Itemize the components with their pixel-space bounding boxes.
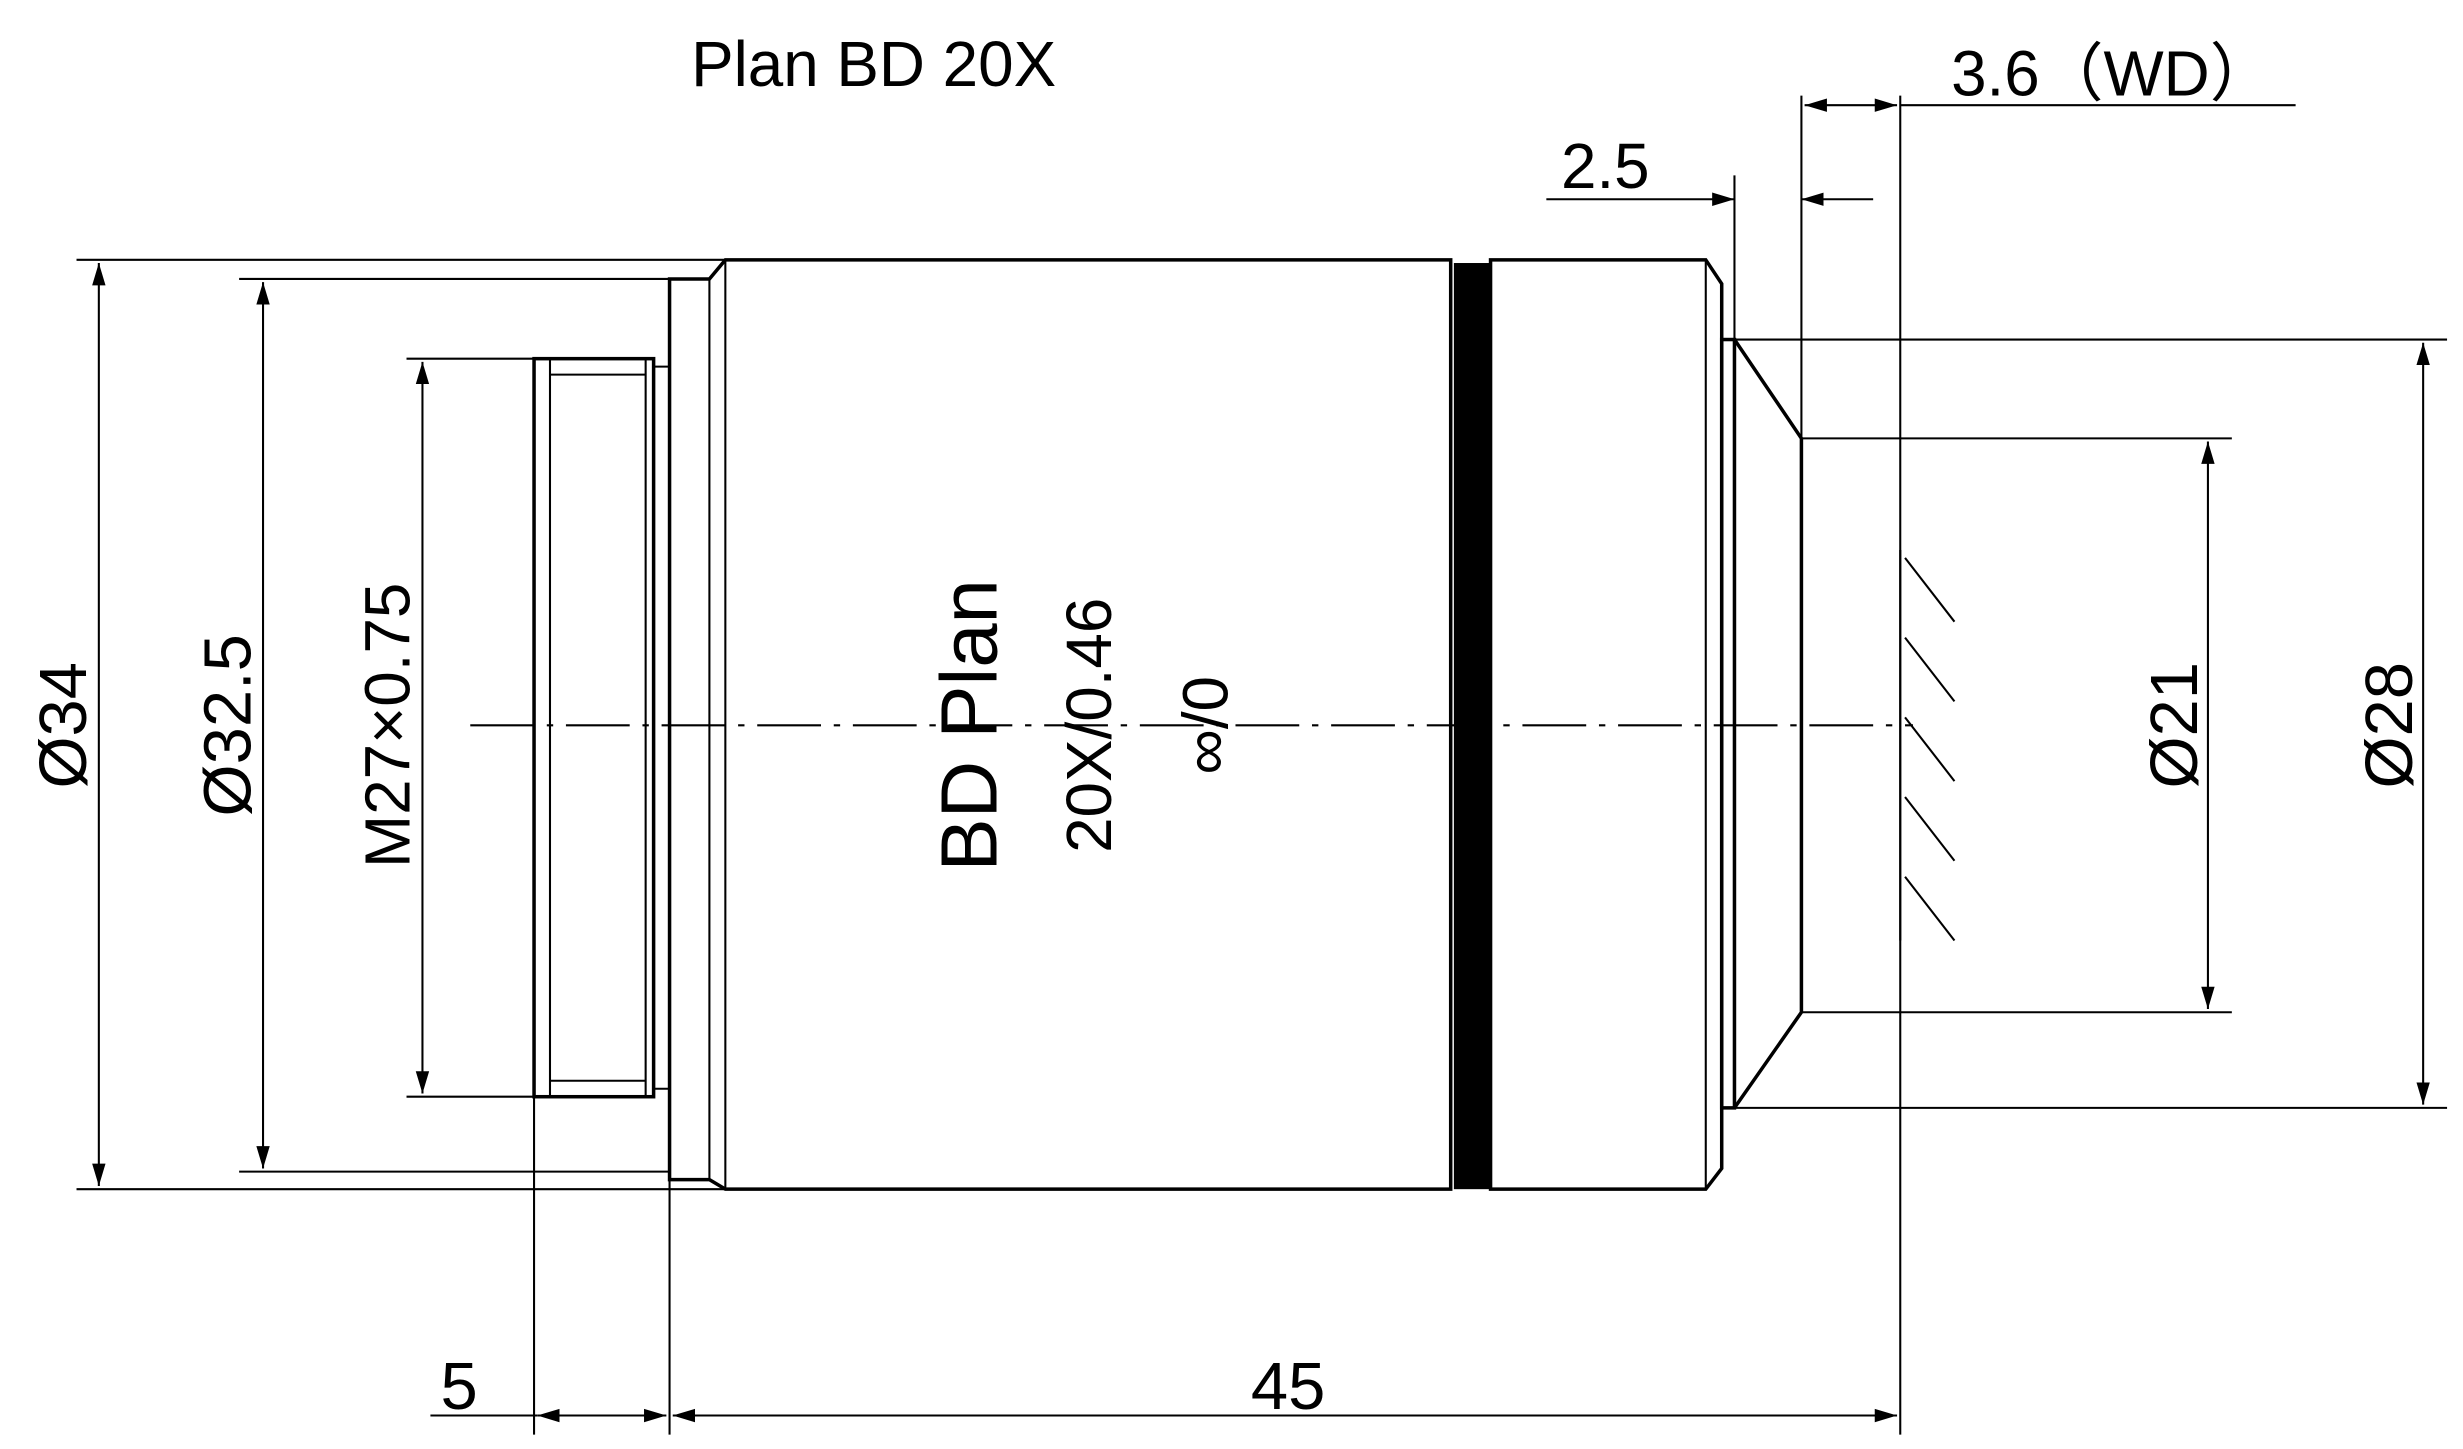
engraving-line2: 20X/0.46 (1053, 598, 1125, 853)
dimension-lines (92, 98, 2430, 1423)
label-thread-length: 5 (441, 1349, 478, 1424)
label-outer-diameter: Ø34 (26, 662, 101, 789)
label-parfocal-length: 45 (1251, 1349, 1325, 1424)
label-shoulder-diameter: Ø32.5 (190, 634, 265, 816)
label-front-inner-diameter: Ø21 (2137, 662, 2212, 789)
dimension-labels: Ø34 Ø32.5 M27×0.75 Ø21 Ø28 5 45 2.5 3.6（… (26, 38, 2427, 1425)
drawing-title: Plan BD 20X (691, 28, 1056, 100)
engraving-line1: BD Plan (924, 579, 1013, 871)
label-working-distance: 3.6（WD） (1951, 38, 2273, 110)
engraving: BD Plan 20X/0.46 ∞/0 (924, 579, 1241, 871)
engraving-line3: ∞/0 (1170, 676, 1242, 775)
label-front-outer-diameter: Ø28 (2352, 662, 2427, 789)
label-front-offset: 2.5 (1561, 130, 1650, 202)
focal-plane-hatch (1899, 549, 1956, 942)
label-thread: M27×0.75 (352, 583, 424, 868)
extension-lines (76, 95, 2448, 1435)
